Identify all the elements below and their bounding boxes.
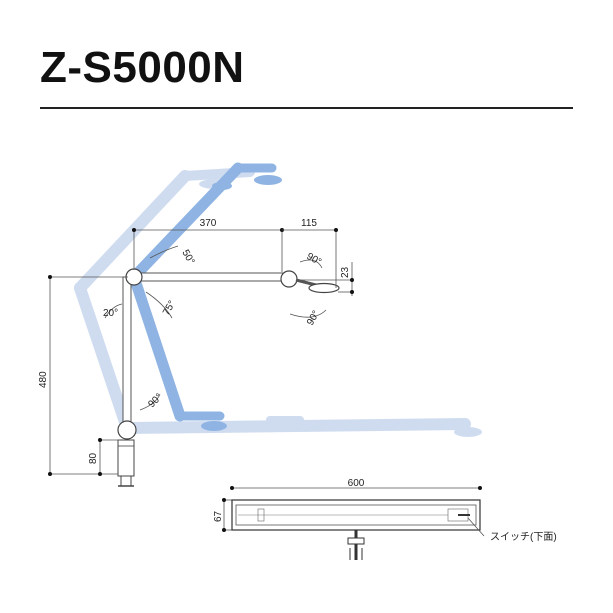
title-rule: [40, 107, 573, 109]
angle-base-rotation: 90°: [146, 392, 164, 410]
ghost-lower-arm-tilted: [74, 282, 133, 434]
angle-shoulder-up: 50°: [179, 248, 196, 267]
dim-total-height: 480: [38, 371, 49, 388]
dim-head-length: 115: [301, 218, 317, 229]
dimension-lines: [48, 228, 354, 476]
ghost-arm-horizontal: [121, 418, 471, 434]
angle-base-tilt: 20°: [103, 308, 118, 319]
lamp-head: [308, 282, 340, 294]
dim-length-top-view: 600: [348, 478, 365, 489]
ghost-upper-arm-raised: [74, 170, 191, 294]
dim-clamp-height: 80: [88, 452, 99, 464]
ghost-arm-positions: [74, 167, 482, 437]
blue-head-shade-top: [254, 175, 282, 185]
blue-head-shade-bottom: [201, 421, 227, 431]
clamp-screw: [120, 475, 132, 487]
blue-arm-positions: [128, 162, 282, 431]
vertical-arm: [122, 276, 132, 430]
page-title: Z-S5000N: [40, 43, 245, 92]
dim-head-height: 23: [340, 266, 351, 278]
blue-lower-arm-tilted: [128, 271, 186, 422]
dim-horizontal-reach: 370: [200, 218, 217, 229]
main-arm: [117, 268, 340, 487]
clamp-body: [117, 439, 135, 477]
shoulder-joint: [125, 268, 143, 286]
switch-callout: スイッチ(下面): [490, 531, 557, 543]
dim-width-top-view: 67: [213, 510, 224, 522]
top-view: 600 67 スイッチ(下面): [213, 478, 557, 560]
ghost-head-shade-right: [454, 427, 482, 437]
angle-head-rotation: 90°: [305, 309, 322, 328]
base-joint: [117, 420, 137, 440]
horizontal-arm: [133, 272, 287, 282]
head-joint: [280, 270, 298, 288]
angle-shoulder-down: 75°: [161, 299, 178, 318]
